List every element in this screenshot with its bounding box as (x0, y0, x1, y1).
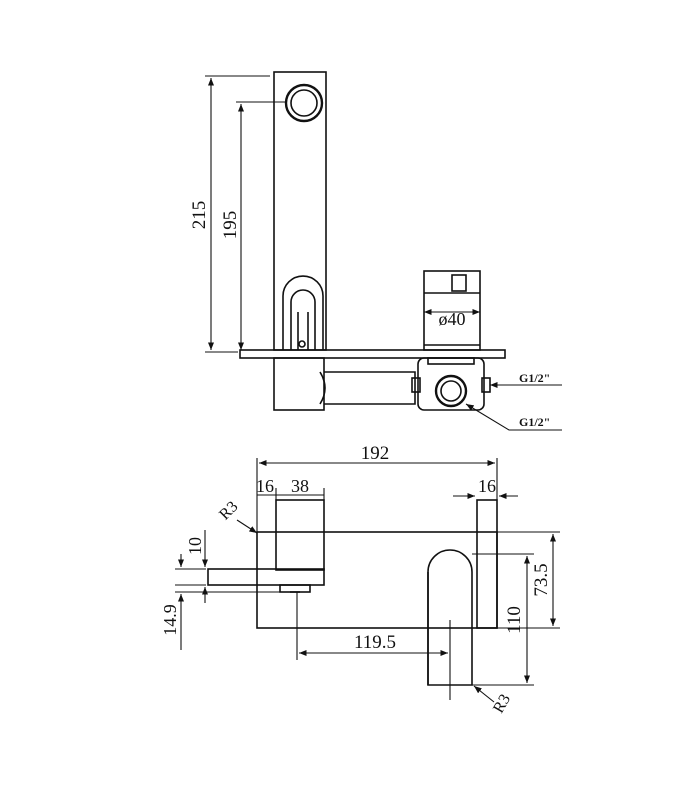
dim-plate-width: 192 (361, 443, 390, 464)
dim-total-height: 215 (189, 201, 210, 230)
dim-right-offset: 16 (478, 476, 496, 496)
dim-centre-distance: 119.5 (354, 632, 396, 653)
label-inlet-bottom: G1/2" (519, 415, 550, 429)
plan-spout-arm (207, 568, 325, 586)
outlet-circle-inner (290, 89, 318, 117)
inlet-circle (434, 374, 468, 408)
spout-slot-outer (282, 275, 324, 350)
dim-radius-bottom: R3 (490, 691, 514, 716)
dim-spout-thickness: 10 (185, 537, 205, 555)
spout-slot-inner (290, 289, 316, 350)
dim-spout-width: 38 (291, 476, 309, 496)
wall-plate (239, 349, 506, 359)
valve-box (417, 357, 485, 411)
plan-view: 192 16 38 16 R3 10 14.9 119.5 7 (160, 443, 560, 716)
plan-wall-plate (256, 531, 498, 629)
outlet-circle-outer (284, 83, 324, 123)
spout-body (273, 357, 325, 411)
dim-spout-height: 195 (220, 211, 241, 240)
dim-handle-diameter: ø40 (439, 309, 466, 329)
front-elevation-view: 215 195 ø40 G1/2" G1/2" (189, 71, 562, 431)
dim-left-offset: 16 (256, 476, 274, 496)
label-inlet-top: G1/2" (519, 371, 550, 385)
plan-handle (427, 549, 473, 686)
dim-radius-top: R3 (216, 498, 241, 523)
dim-spout-drop: 14.9 (160, 604, 180, 636)
connecting-pipe (324, 371, 416, 405)
dim-handle-height: 73.5 (531, 563, 552, 596)
dim-plate-height: 110 (504, 606, 525, 634)
